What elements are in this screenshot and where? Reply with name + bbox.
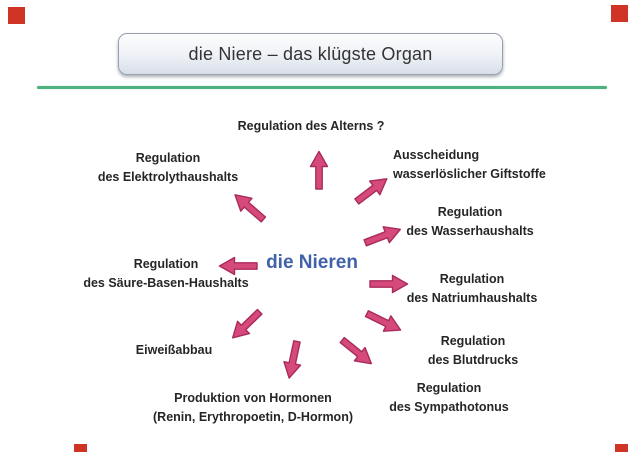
arrow-icon-to-ausscheidung (350, 170, 394, 210)
corner-marker-top-right (611, 5, 628, 22)
arrow-icon-to-elektrolyt (227, 186, 270, 227)
spoke-label-alterns: Regulation des Alterns ? (201, 117, 421, 136)
arrow-icon-to-hormone (279, 338, 307, 381)
header-divider-line (37, 86, 607, 89)
spoke-label-elektrolyt: Regulation des Elektrolythaushalts (58, 149, 278, 187)
arrow-icon-to-saeure-basen (218, 256, 258, 276)
slide-title-box: die Niere – das klügste Organ (118, 33, 503, 75)
spoke-label-wasserhaushalt: Regulation des Wasserhaushalts (380, 203, 560, 241)
spoke-line: (Renin, Erythropoetin, D-Hormon) (153, 410, 353, 424)
spoke-line: des Wasserhaushalts (406, 224, 534, 238)
spoke-line: Produktion von Hormonen (174, 391, 332, 405)
spoke-label-ausscheidung: Ausscheidung wasserlöslicher Giftstoffe (393, 146, 573, 184)
arrow-icon-to-sympathotonus (335, 332, 379, 373)
slide-title: die Niere – das klügste Organ (188, 43, 433, 64)
spoke-line: wasserlöslicher Giftstoffe (393, 167, 546, 181)
spoke-label-eiweissabbau: Eiweißabbau (104, 341, 244, 360)
spoke-label-saeure-basen: Regulation des Säure-Basen-Haushalts (61, 255, 271, 293)
spoke-line: des Natriumhaushalts (406, 291, 538, 305)
spoke-label-hormone: Produktion von Hormonen (Renin, Erythrop… (123, 389, 383, 427)
arrow-icon-to-wasserhaushalt (361, 219, 406, 252)
arrow-icon-to-eiweissabbau (225, 304, 268, 346)
diagram-center-label: die Nieren (266, 252, 358, 273)
arrow-icon-to-natriumhaushalt (369, 274, 409, 294)
spoke-line: Regulation (440, 334, 506, 348)
spoke-line: Eiweißabbau (135, 343, 213, 357)
spoke-line: Regulation (416, 381, 482, 395)
arrow-icon-to-blutdruck (362, 304, 407, 340)
spoke-line: des Blutdrucks (427, 353, 519, 367)
spoke-line: des Sympathotonus (389, 400, 509, 414)
spoke-label-sympathotonus: Regulation des Sympathotonus (359, 379, 539, 417)
spoke-line: des Säure-Basen-Haushalts (83, 276, 249, 290)
spoke-line: Ausscheidung (393, 148, 480, 162)
corner-marker-bottom-left (74, 444, 87, 452)
spoke-line: Regulation des Alterns ? (237, 119, 385, 133)
spoke-line: Regulation (439, 272, 505, 286)
corner-marker-bottom-right (615, 444, 628, 452)
spoke-label-blutdruck: Regulation des Blutdrucks (393, 332, 553, 370)
spoke-line: des Elektrolythaushalts (97, 170, 239, 184)
spoke-label-natriumhaushalt: Regulation des Natriumhaushalts (377, 270, 567, 308)
corner-marker-top-left (8, 7, 25, 24)
spoke-line: Regulation (437, 205, 503, 219)
arrow-icon-to-alterns (309, 150, 329, 190)
spoke-line: Regulation (135, 151, 201, 165)
spoke-line: Regulation (133, 257, 199, 271)
